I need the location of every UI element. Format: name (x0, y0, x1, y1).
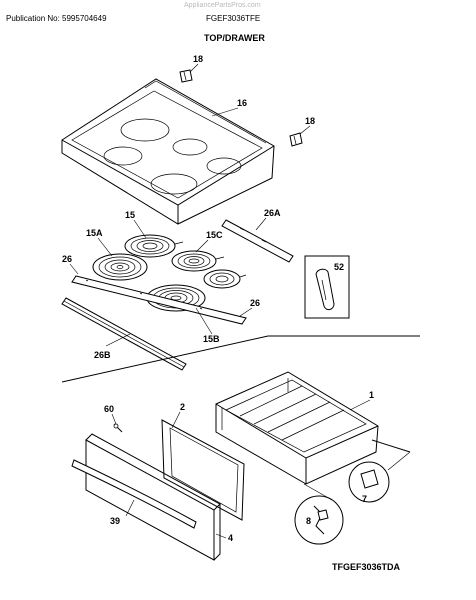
callout-4: 4 (228, 533, 233, 543)
surface-element-15a (92, 253, 148, 281)
diagram-code: TFGEF3036TDA (332, 562, 401, 572)
callout-15b: 15B (203, 334, 220, 344)
callout-15: 15 (125, 210, 135, 220)
clip-18-right (289, 132, 303, 147)
callout-26a: 26A (264, 208, 281, 218)
callout-26b: 26B (94, 350, 111, 360)
screw-60 (113, 423, 123, 433)
drawer-inner-panel (161, 419, 245, 521)
section-divider (61, 335, 420, 383)
strip-26b (61, 297, 187, 371)
callout-60: 60 (104, 404, 114, 414)
callout-16: 16 (237, 98, 247, 108)
section-title: TOP/DRAWER (204, 33, 265, 43)
surface-element-15 (124, 234, 184, 258)
callout-39: 39 (110, 516, 120, 526)
callout-15c: 15C (206, 230, 223, 240)
surface-element-small-right (203, 269, 247, 289)
model-number: FGEF3036TFE (206, 14, 261, 23)
callout-1: 1 (369, 390, 374, 400)
cooktop-glass-top (61, 78, 275, 225)
surface-element-15c (171, 250, 225, 272)
callout-18: 18 (193, 54, 203, 64)
clip-18-left (179, 69, 193, 83)
callout-15a: 15A (86, 228, 103, 238)
drawer-box (215, 371, 379, 485)
callout-2: 2 (180, 402, 185, 412)
callout-7: 7 (362, 494, 367, 504)
part-8-circle (294, 495, 344, 545)
bracket-26 (71, 275, 247, 325)
drawer-handle (71, 459, 197, 529)
bracket-26a (221, 219, 294, 263)
publication-number: Publication No: 5995704649 (6, 14, 107, 23)
drawer-rail (371, 439, 411, 453)
watermark: AppliancePartsPros.com (184, 2, 261, 9)
callout-18: 18 (305, 116, 315, 126)
callout-8: 8 (306, 516, 311, 526)
part-52-box (304, 255, 350, 319)
callout-26: 26 (62, 254, 72, 264)
part-7-circle (348, 461, 390, 503)
callout-26: 26 (250, 298, 260, 308)
callout-52: 52 (334, 262, 344, 272)
